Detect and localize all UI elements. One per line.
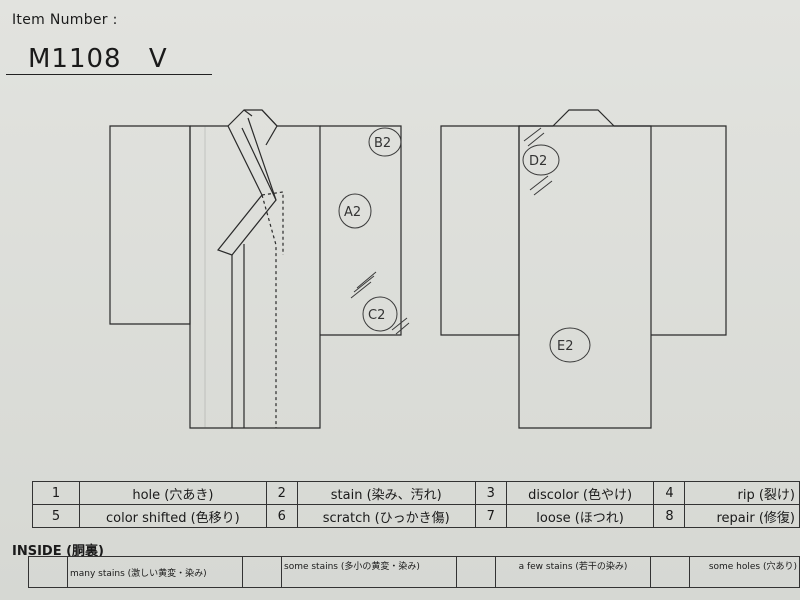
item-number-label: Item Number : [12,12,118,28]
defect-legend-table: 1 hole (穴あき) 2 stain (染み、汚れ) 3 discolor … [32,481,800,528]
mark-label-d2: D2 [529,154,547,169]
mark-circle-e2 [549,327,591,363]
mark-circle-a2 [338,193,372,229]
legend-term: stain (染み、汚れ) [296,481,476,505]
inside-table: many stains (激しい黄変・染み) some stains (多小の黄… [28,556,800,588]
kimono-back [440,109,727,429]
legend-num: 8 [653,504,686,528]
mark-label-a2: A2 [344,205,361,220]
inside-checkbox [28,556,68,588]
legend-row: 1 hole (穴あき) 2 stain (染み、汚れ) 3 discolor … [32,481,800,505]
hatch-d2-top [523,127,545,147]
legend-term: scratch (ひっかき傷) [296,504,476,528]
inside-checkbox [456,556,496,588]
legend-num: 6 [265,504,298,528]
inside-item: some holes (穴あり) [689,556,800,588]
legend-term: hole (穴あき) [79,481,267,505]
item-number-value: M1108 V [28,44,168,74]
legend-num: 7 [474,504,507,528]
item-number-underline [6,74,212,75]
legend-num: 3 [474,481,507,505]
legend-term: repair (修復) [684,504,800,528]
legend-num: 2 [265,481,298,505]
legend-num: 5 [32,504,80,528]
mark-label-c2: C2 [368,308,385,323]
legend-term: rip (裂け) [684,481,800,505]
inside-item: many stains (激しい黄変・染み) [67,556,243,588]
mark-circle-c2 [362,296,398,332]
mark-circle-b2 [368,127,402,157]
legend-row: 5 color shifted (色移り) 6 scratch (ひっかき傷) … [32,504,800,528]
kimono-front [109,109,402,429]
legend-term: color shifted (色移り) [79,504,267,528]
mark-label-e2: E2 [557,339,574,354]
legend-term: loose (ほつれ) [505,504,655,528]
mark-circle-d2 [522,144,560,176]
legend-term: discolor (色やけ) [505,481,655,505]
kimono-diagram: B2 A2 C2 D2 E2 [109,109,727,429]
inside-item: a few stains (若干の染み) [495,556,651,588]
inside-label: INSIDE (胴裏) [12,544,104,559]
legend-num: 4 [653,481,686,505]
mark-label-b2: B2 [374,136,391,151]
hatch-c2-bottom [391,317,410,335]
hatch-c2-top [350,271,377,299]
inside-row: many stains (激しい黄変・染み) some stains (多小の黄… [28,556,800,588]
legend-num: 1 [32,481,80,505]
inside-item: some stains (多小の黄変・染み) [281,556,457,588]
inside-checkbox [650,556,690,588]
hatch-d2-bottom [529,175,553,196]
inside-checkbox [242,556,282,588]
